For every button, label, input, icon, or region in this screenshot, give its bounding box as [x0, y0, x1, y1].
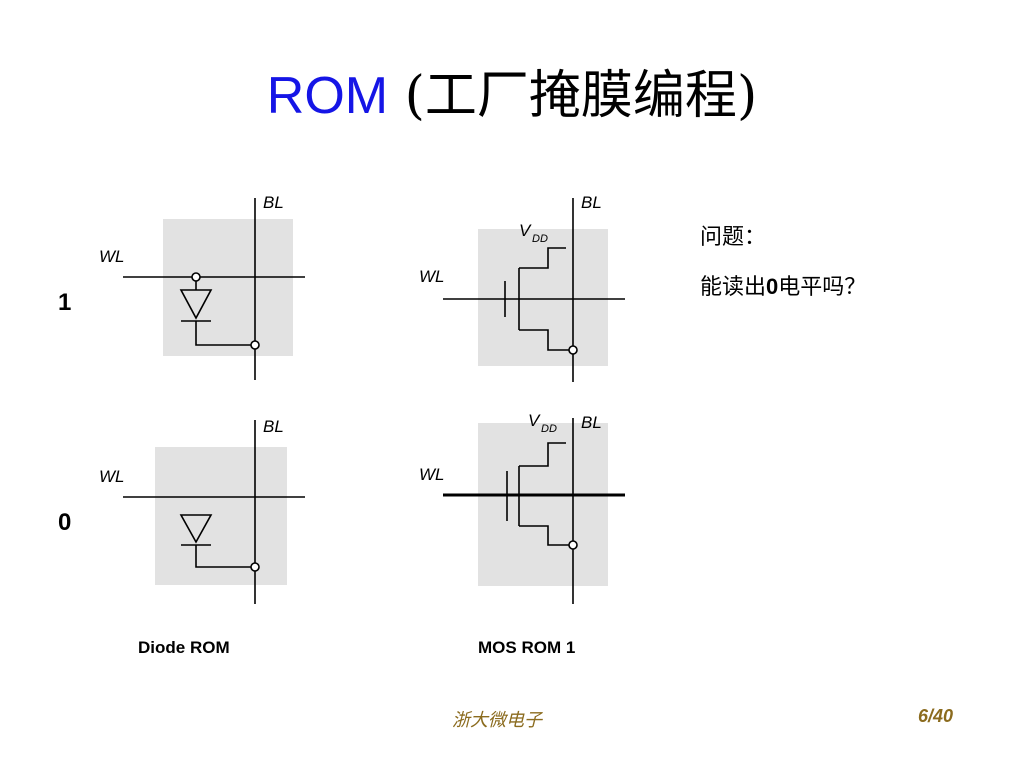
- question-text: 能读出0电平吗？: [700, 273, 866, 302]
- diode-one-wl-label: WL: [99, 247, 125, 266]
- mos-zero-source-wire: [519, 525, 570, 546]
- title-rom: ROM: [266, 67, 389, 125]
- diode-cell-zero-bg: [155, 447, 287, 585]
- diode-cell-one-bg: [163, 219, 293, 356]
- mos-zero-vdd-label: V: [528, 411, 541, 430]
- mos-cell-one: [443, 198, 625, 382]
- page-number: 6/40: [918, 706, 954, 726]
- question-block: 问题： 能读出0电平吗？: [700, 224, 866, 323]
- question-heading: 问题：: [700, 225, 767, 250]
- mos-one-vdd-label: V: [519, 221, 532, 240]
- title-chinese: 工厂掩膜编程: [424, 66, 737, 126]
- caption-diode-rom: Diode ROM: [138, 638, 230, 657]
- slide-title: ROM (工厂掩膜编程): [0, 64, 1024, 128]
- mos-zero-drain-wire: [519, 442, 566, 467]
- mos-cell-zero-bg: [478, 423, 608, 586]
- mos-cell-one-bg: [478, 229, 608, 366]
- question-zero: 0: [766, 274, 779, 299]
- diode-one-bl-label: BL: [263, 193, 284, 212]
- mos-one-wl-label: WL: [419, 267, 445, 286]
- diode-one-bl-contact: [250, 340, 260, 350]
- mos-zero-bl-contact: [568, 540, 578, 550]
- diode-zero-cathode-wire: [195, 545, 251, 568]
- question-prefix: 能读出: [700, 275, 767, 300]
- diode-one-contact: [191, 272, 201, 282]
- diode-one-symbol: [179, 289, 213, 320]
- row-label-zero: 0: [58, 509, 71, 536]
- diode-zero-bl-label: BL: [263, 417, 284, 436]
- diode-zero-bl-contact: [250, 562, 260, 572]
- diode-cell-one: [123, 198, 305, 380]
- mos-one-bl-label: BL: [581, 193, 602, 212]
- diode-cell-zero: [123, 420, 305, 604]
- diode-one-cathode-wire: [195, 321, 251, 346]
- mos-one-drain-wire: [519, 247, 566, 269]
- caption-mos-rom: MOS ROM 1: [478, 638, 575, 657]
- mos-zero-vdd-sub: DD: [541, 423, 557, 435]
- diode-zero-wl-label: WL: [99, 467, 125, 486]
- mos-one-source-wire: [519, 329, 570, 351]
- title-paren-open: (: [388, 66, 425, 126]
- question-suffix: 电平吗？: [778, 275, 867, 300]
- row-label-one: 1: [58, 289, 71, 316]
- mos-one-vdd-sub: DD: [532, 233, 548, 245]
- footer-organization: 浙大微电子: [452, 710, 542, 731]
- mos-one-bl-contact: [568, 345, 578, 355]
- mos-zero-wl-label: WL: [419, 465, 445, 484]
- mos-cell-zero: [443, 418, 625, 604]
- mos-zero-bl-label: BL: [581, 413, 602, 432]
- diode-zero-symbol: [179, 514, 213, 544]
- title-paren-close: ): [736, 66, 758, 126]
